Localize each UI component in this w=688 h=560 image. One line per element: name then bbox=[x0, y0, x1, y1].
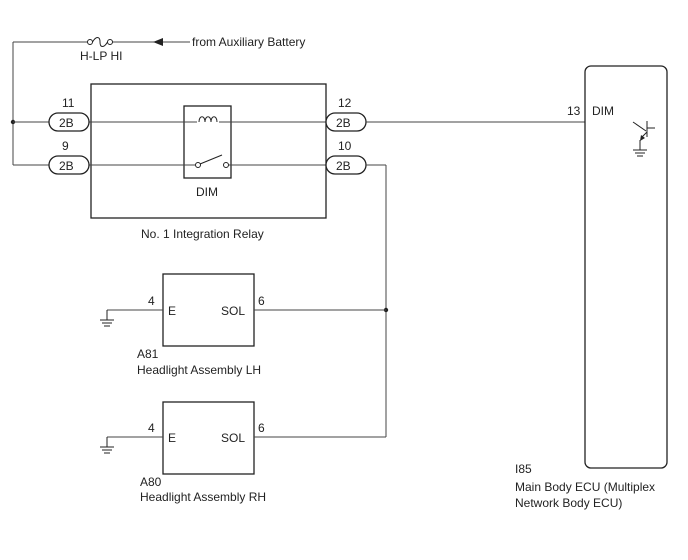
pin-sol-number: 6 bbox=[258, 421, 265, 435]
connector-label: 2B bbox=[59, 159, 74, 173]
transistor-icon bbox=[632, 121, 655, 150]
connector-label: 2B bbox=[59, 116, 74, 130]
relay-coil-icon bbox=[197, 114, 219, 124]
ecu-name-line2: Network Body ECU) bbox=[515, 496, 622, 510]
pin-sol-number: 6 bbox=[258, 294, 265, 308]
battery-source-label: from Auxiliary Battery bbox=[192, 35, 305, 49]
ecu-name-line1: Main Body ECU (Multiplex bbox=[515, 480, 655, 494]
headlight-lh-box bbox=[162, 273, 255, 347]
headlight-lh: E SOL 4 6 A81 Headlight Assembly LH bbox=[100, 273, 386, 377]
integration-relay: No. 1 Integration Relay DIM bbox=[89, 83, 327, 241]
pin-e-number: 4 bbox=[148, 421, 155, 435]
ground-icon bbox=[633, 149, 647, 157]
pin-number: 9 bbox=[62, 139, 69, 153]
fuse-symbol: H-LP HI bbox=[80, 37, 122, 63]
pin-number: 10 bbox=[338, 139, 352, 153]
relay-pin-9: 2B 9 bbox=[48, 139, 90, 175]
relay-pin-12: 2B 12 bbox=[325, 96, 367, 132]
ground-icon bbox=[100, 310, 114, 327]
relay-pin-10: 2B 10 bbox=[325, 139, 367, 175]
ecu-pin-label: DIM bbox=[592, 104, 614, 118]
relay-switch-icon bbox=[195, 154, 229, 168]
connector-label: 2B bbox=[336, 159, 351, 173]
headlight-rh-box bbox=[162, 401, 255, 475]
headlight-lh-name: Headlight Assembly LH bbox=[137, 363, 261, 377]
ecu-box bbox=[584, 65, 668, 469]
relay-pin-11: 2B 11 bbox=[48, 96, 90, 132]
battery-feed: from Auxiliary Battery bbox=[13, 35, 305, 49]
headlight-lh-code: A81 bbox=[137, 347, 159, 361]
pin-sol-label: SOL bbox=[221, 431, 245, 445]
connector-label: 2B bbox=[336, 116, 351, 130]
ecu-code: I85 bbox=[515, 462, 532, 476]
relay-switch-label: DIM bbox=[196, 185, 218, 199]
pin-number: 12 bbox=[338, 96, 352, 110]
ground-icon bbox=[100, 437, 114, 454]
fuse-label: H-LP HI bbox=[80, 49, 122, 63]
pin-e-label: E bbox=[168, 304, 176, 318]
relay-name: No. 1 Integration Relay bbox=[141, 227, 264, 241]
pin-e-number: 4 bbox=[148, 294, 155, 308]
headlight-rh-name: Headlight Assembly RH bbox=[140, 490, 266, 504]
pin-sol-label: SOL bbox=[221, 304, 245, 318]
headlight-rh: E SOL 4 6 A80 Headlight Assembly RH bbox=[100, 401, 386, 504]
main-body-ecu: 13 DIM I85 Main Body ECU (Multiplex Netw… bbox=[515, 65, 668, 510]
ecu-pin-number: 13 bbox=[567, 104, 581, 118]
arrow-icon bbox=[153, 38, 163, 46]
pin-e-label: E bbox=[168, 431, 176, 445]
pin-number: 11 bbox=[62, 96, 75, 110]
headlight-rh-code: A80 bbox=[140, 475, 162, 489]
